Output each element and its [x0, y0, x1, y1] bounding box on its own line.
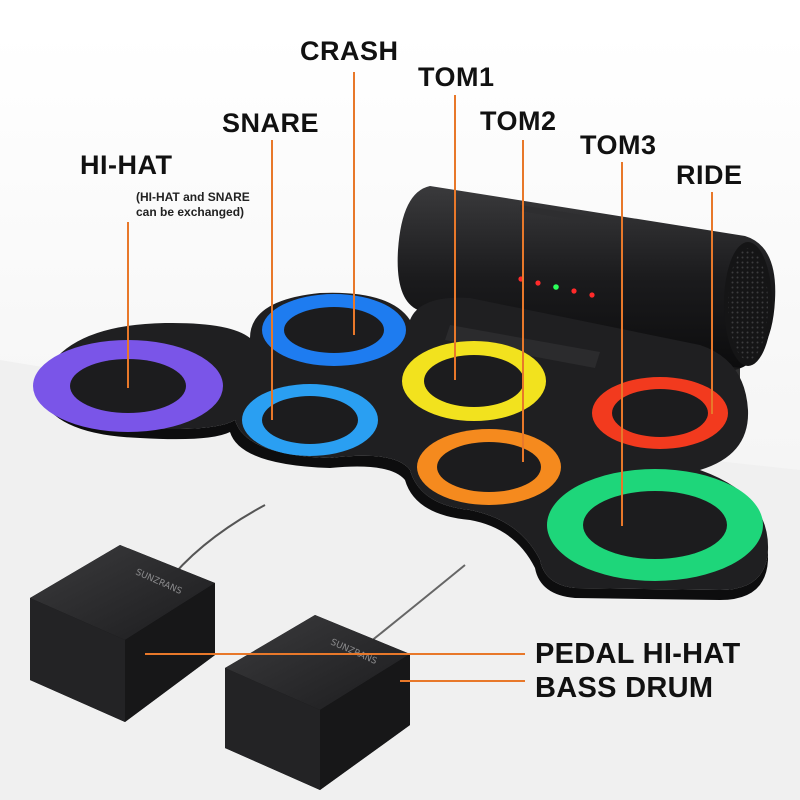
- pad-snare[interactable]: [242, 384, 378, 456]
- label-tom1: TOM1: [418, 62, 495, 92]
- led-indicator: [571, 288, 577, 294]
- label-bass-drum: BASS DRUM: [535, 672, 714, 704]
- leader-lines: [127, 72, 713, 682]
- label-crash: CRASH: [300, 36, 399, 66]
- led-indicator: [553, 284, 559, 290]
- pad-tom2[interactable]: [417, 429, 561, 505]
- pad-tom3[interactable]: [547, 469, 763, 581]
- led-indicator: [589, 292, 595, 298]
- speaker-grill: [728, 248, 768, 360]
- pad-crash[interactable]: [262, 294, 406, 366]
- label-tom3: TOM3: [580, 130, 657, 160]
- label-hihat: HI-HAT: [80, 150, 173, 180]
- label-ride: RIDE: [676, 160, 743, 190]
- label-snare: SNARE: [222, 108, 320, 138]
- label-hihat-note-line2: can be exchanged): [136, 205, 245, 219]
- led-indicator: [535, 280, 541, 286]
- pad-tom1[interactable]: [402, 341, 546, 421]
- pad-ride[interactable]: [592, 377, 728, 449]
- label-hihat-note-line1: (HI-HAT and SNARE: [136, 190, 250, 204]
- pedal-hihat[interactable]: SUNZRANS: [30, 545, 215, 722]
- label-tom2: TOM2: [480, 106, 557, 136]
- label-pedal-hihat: PEDAL HI-HAT: [535, 638, 741, 670]
- pedal-bass[interactable]: SUNZRANS: [225, 615, 410, 790]
